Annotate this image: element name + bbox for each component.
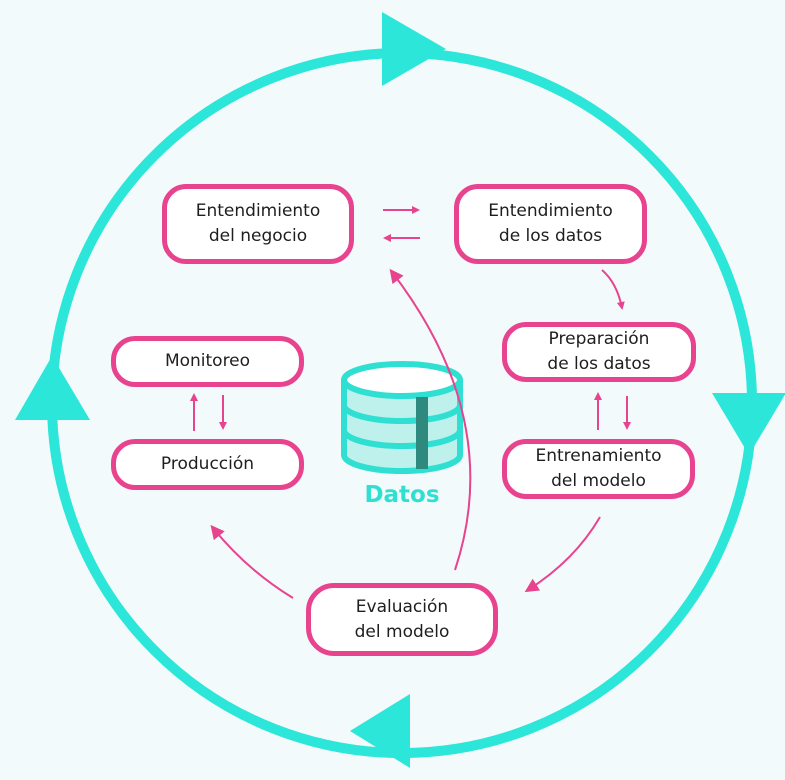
arrow-datos-to-preparacion xyxy=(601,269,625,310)
step-label-line1: Monitoreo xyxy=(164,351,251,371)
ring-arrow-right xyxy=(712,393,785,455)
center-label: Datos xyxy=(364,482,440,508)
step-label-line1: Entendimiento xyxy=(488,201,613,221)
step-label-line2: del negocio xyxy=(208,226,308,246)
arrow-evaluacion-to-negocio xyxy=(389,268,472,571)
step-entrenamiento: Entrenamiento del modelo xyxy=(502,439,695,499)
step-label-line1: Evaluación xyxy=(355,596,449,617)
step-label-line2: de los datos xyxy=(498,226,603,246)
arrow-evaluacion-to-produccion xyxy=(210,524,294,599)
step-evaluacion: Evaluación del modelo xyxy=(306,583,498,656)
step-label-line2: de los datos xyxy=(547,354,651,374)
step-preparacion: Preparación de los datos xyxy=(502,322,696,382)
step-monitoreo: Monitoreo xyxy=(111,336,304,387)
arrow-entrenamiento-to-evaluacion xyxy=(524,516,601,593)
step-label-line2: del modelo xyxy=(551,471,646,491)
ring-arrow-left xyxy=(15,356,90,420)
step-label-line1: Producción xyxy=(160,454,255,474)
ring-arrow-top xyxy=(382,12,446,86)
database-icon xyxy=(341,361,463,474)
ring-arrow-bottom xyxy=(350,694,410,768)
step-label-line1: Preparación xyxy=(548,329,650,349)
step-label-line2: del modelo xyxy=(354,621,450,642)
step-produccion: Producción xyxy=(111,439,304,490)
step-entendimiento-datos: Entendimiento de los datos xyxy=(454,184,647,264)
step-label-line1: Entendimiento xyxy=(195,201,321,221)
step-entendimiento-negocio: Entendimiento del negocio xyxy=(162,184,354,264)
step-label-line1: Entrenamiento xyxy=(535,446,662,466)
